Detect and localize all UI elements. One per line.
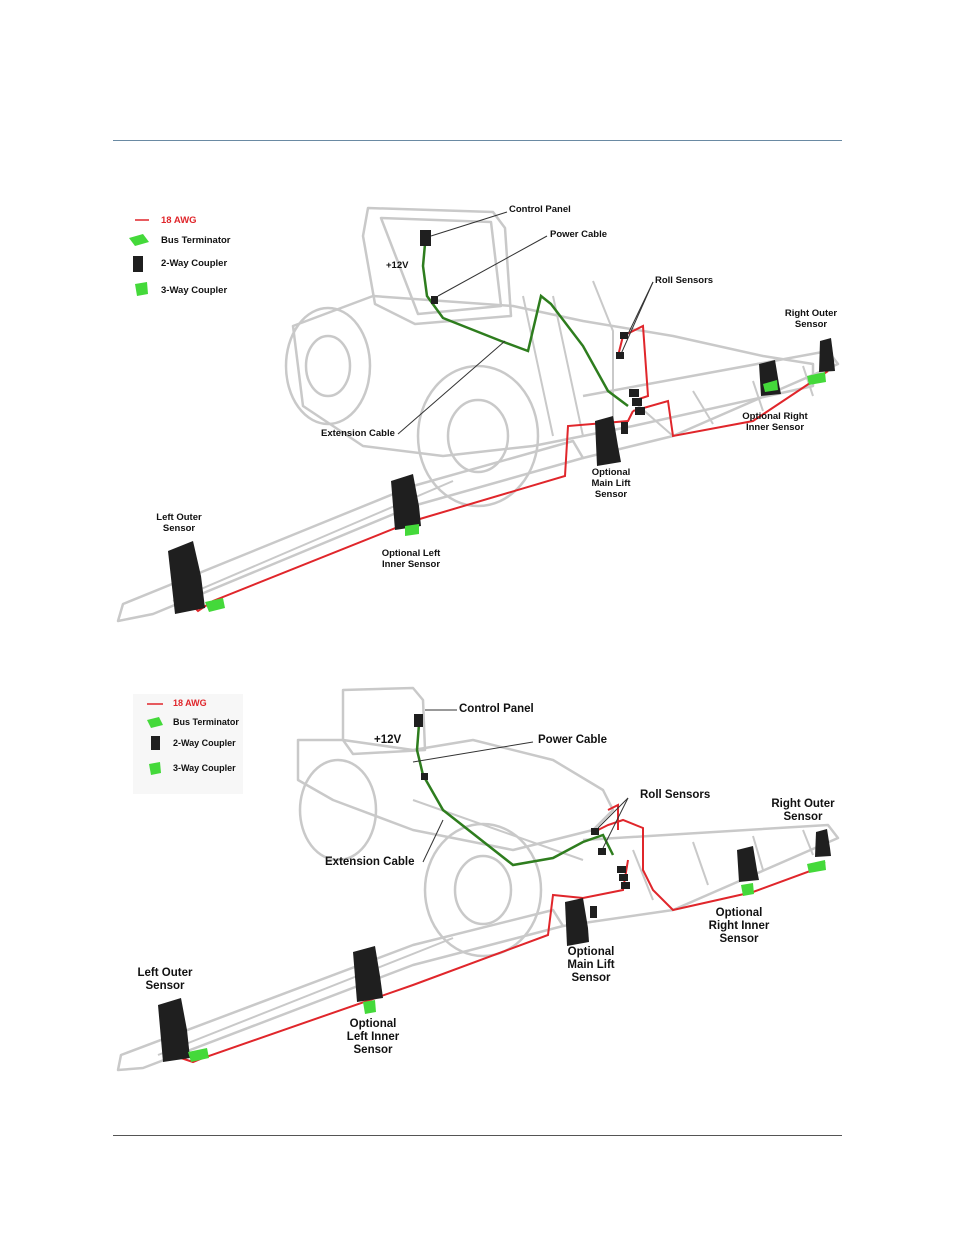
control-panel-icon xyxy=(414,714,423,727)
legend-3-way-coupler: 3-Way Coupler xyxy=(173,763,236,773)
label-plus12v: +12V xyxy=(386,260,409,271)
legend-2-way-coupler: 2-Way Coupler xyxy=(173,738,236,748)
bus-terminator-icon xyxy=(807,372,826,385)
label-power-cable: Power Cable xyxy=(538,734,608,746)
3-way-coupler-icon xyxy=(149,762,161,775)
rear-wheel xyxy=(416,364,540,508)
coupler-stack xyxy=(617,866,630,889)
legend-18-awg: 18 AWG xyxy=(173,698,207,708)
3-way-coupler-icon xyxy=(135,282,148,296)
label-control-panel: Control Panel xyxy=(509,204,571,215)
bus-terminator-icon xyxy=(188,1048,209,1062)
footer-rule xyxy=(113,1135,842,1136)
coupler-stack xyxy=(629,389,645,415)
right-outer-sensor-icon xyxy=(819,338,835,372)
label-plus12v: +12V xyxy=(374,734,402,746)
legend-bus-terminator: Bus Terminator xyxy=(161,235,231,246)
2-way-coupler-icon xyxy=(621,422,628,434)
extension-cable-line xyxy=(415,723,615,867)
main-lift-sensor-icon xyxy=(565,898,589,946)
3-way-coupler-icon xyxy=(741,883,754,896)
label-roll-sensors: Roll Sensors xyxy=(655,275,714,286)
right-boom-outline xyxy=(582,349,840,460)
left-inner-sensor-icon xyxy=(353,946,383,1002)
cab-outline xyxy=(361,206,513,326)
left-inner-sensor-icon xyxy=(391,474,421,530)
extension-cable-line xyxy=(421,243,629,407)
bus-terminator-icon xyxy=(129,234,149,246)
roll-sensor-wire xyxy=(617,324,650,402)
legend-3-way-coupler: 3-Way Coupler xyxy=(161,285,228,296)
left-boom-wire xyxy=(187,410,634,613)
wiring-diagram-top: 18 AWG Bus Terminator 2-Way Coupler 3-Wa… xyxy=(113,196,842,640)
sprayer-illustration-top xyxy=(116,206,840,623)
roll-sensor-icon xyxy=(616,352,624,359)
legend-bus-terminator: Bus Terminator xyxy=(173,717,239,727)
main-lift-sensor-icon xyxy=(595,416,621,466)
label-roll-sensors: Roll Sensors xyxy=(640,789,711,801)
2-way-coupler-icon xyxy=(590,906,597,918)
2-way-coupler-icon xyxy=(151,736,160,750)
front-wheel xyxy=(298,758,378,862)
roll-sensor-wire xyxy=(607,803,619,830)
legend-18-awg: 18 AWG xyxy=(161,215,197,226)
label-extension-cable: Extension Cable xyxy=(321,428,395,439)
right-boom-wire xyxy=(597,818,826,912)
2-way-coupler-icon xyxy=(431,296,438,304)
legend-2-way-coupler: 2-Way Coupler xyxy=(161,258,228,269)
front-wheel xyxy=(284,306,372,426)
sprayer-illustration-bottom xyxy=(116,686,840,1072)
bus-terminator-icon xyxy=(205,598,225,612)
3-way-coupler-icon xyxy=(405,524,419,536)
label-power-cable: Power Cable xyxy=(550,229,608,240)
label-extension-cable: Extension Cable xyxy=(325,856,415,868)
header-rule xyxy=(113,140,842,141)
3-way-coupler-icon xyxy=(363,1000,376,1014)
right-boom-outline xyxy=(562,823,840,928)
roll-sensor-icon xyxy=(598,848,606,855)
bus-terminator-icon xyxy=(147,717,163,728)
2-way-coupler-icon xyxy=(421,773,428,780)
wiring-diagram-bottom: 18 AWG Bus Terminator 2-Way Coupler 3-Wa… xyxy=(113,680,842,1080)
control-panel-icon xyxy=(420,230,431,246)
3-way-coupler-icon xyxy=(763,380,778,392)
left-outer-sensor-icon xyxy=(158,998,190,1062)
bus-terminator-icon xyxy=(807,860,826,873)
left-outer-sensor-icon xyxy=(168,541,205,614)
roll-sensor-icon xyxy=(620,332,628,339)
label-control-panel: Control Panel xyxy=(459,703,534,715)
body-outline xyxy=(296,738,615,852)
roll-sensor-icon xyxy=(591,828,599,835)
right-inner-sensor-icon xyxy=(737,846,759,882)
right-outer-sensor-icon xyxy=(815,829,831,857)
2-way-coupler-icon xyxy=(133,256,143,272)
